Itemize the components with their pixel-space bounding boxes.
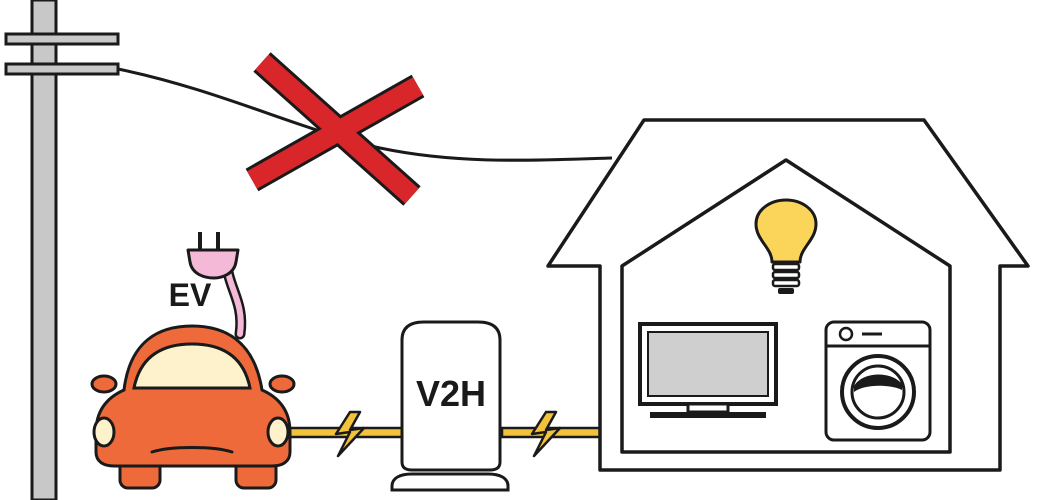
washing-machine-icon (824, 320, 932, 442)
power-line (117, 67, 613, 162)
charging-plug (186, 232, 240, 280)
cross-mark (245, 52, 425, 206)
lightning-icon (530, 410, 562, 458)
power-pole (4, 0, 120, 500)
ev-car (90, 266, 296, 490)
television-icon (638, 322, 778, 418)
lightning-icon (334, 410, 366, 458)
v2h-label: V2H (416, 373, 486, 414)
ev-label: EV (169, 277, 212, 313)
house (546, 118, 1030, 472)
v2h-charger (390, 320, 510, 492)
light-bulb-icon (754, 198, 818, 294)
